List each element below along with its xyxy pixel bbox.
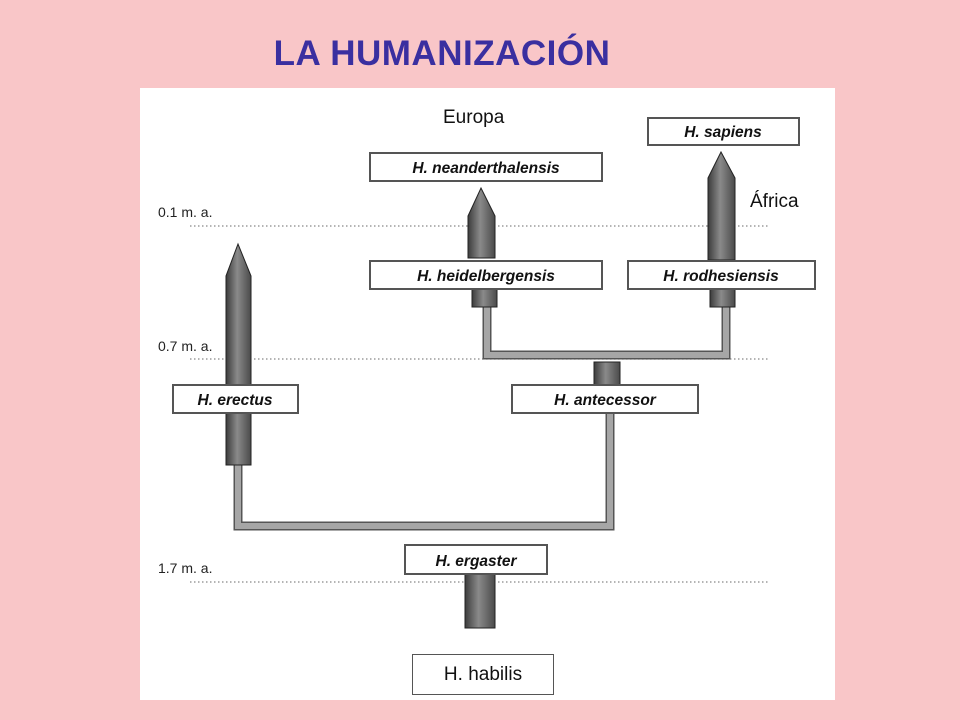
species-box-rodhesiensis: H. rodhesiensis	[627, 260, 816, 290]
species-label-heidelbergensis: H. heidelbergensis	[417, 268, 555, 285]
species-label-erectus: H. erectus	[198, 392, 273, 409]
ancestor-label-habilis: H. habilis	[443, 663, 523, 685]
neanderthalensis-arrow	[467, 186, 496, 259]
slide-title: LA HUMANIZACIÓN	[273, 34, 611, 73]
time-label-0-7: 0.7 m. a.	[158, 338, 212, 354]
connector-lower	[233, 412, 615, 531]
sapiens-arrow	[707, 150, 736, 261]
species-box-sapiens: H. sapiens	[647, 117, 800, 146]
species-label-neanderthalensis: H. neanderthalensis	[412, 160, 560, 177]
region-label-africa: África	[750, 191, 799, 212]
time-label-1-7: 1.7 m. a.	[158, 560, 212, 576]
species-box-ergaster: H. ergaster	[404, 544, 548, 575]
ancestor-box-habilis: H. habilis	[412, 654, 554, 695]
species-label-antecessor: H. antecessor	[554, 392, 657, 409]
species-box-erectus: H. erectus	[172, 384, 299, 414]
erectus-arrow	[225, 242, 252, 466]
species-label-ergaster: H. ergaster	[436, 553, 518, 570]
species-box-heidelbergensis: H. heidelbergensis	[369, 260, 603, 290]
species-label-rodhesiensis: H. rodhesiensis	[663, 268, 779, 285]
region-label-europe: Europa	[443, 107, 505, 128]
species-label-sapiens: H. sapiens	[684, 124, 762, 141]
species-box-antecessor: H. antecessor	[511, 384, 699, 414]
connector-upper	[482, 305, 731, 360]
ergaster-trunk	[464, 572, 496, 629]
species-box-neanderthalensis: H. neanderthalensis	[369, 152, 603, 182]
time-label-0-1: 0.1 m. a.	[158, 204, 212, 220]
